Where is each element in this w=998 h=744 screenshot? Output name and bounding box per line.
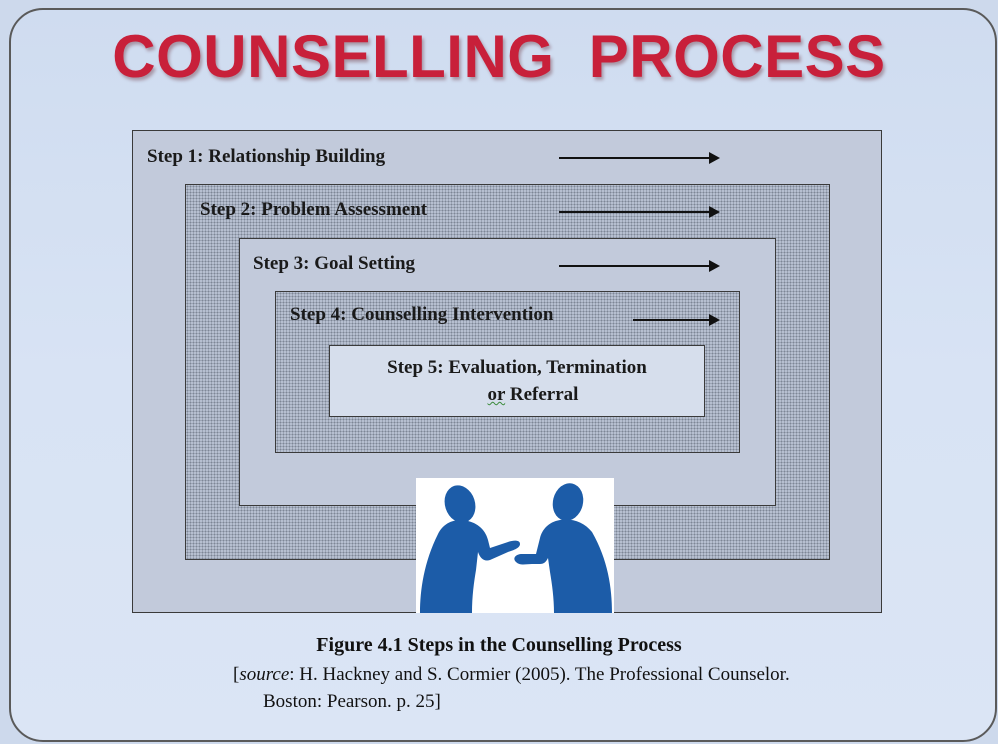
step-3-arrow-icon [559, 260, 720, 272]
step-5-label: Step 5: Evaluation, Termination or Refer… [329, 345, 705, 417]
step-3-label: Step 3: Goal Setting [253, 253, 416, 274]
figure-source-line-1: [source: H. Hackney and S. Cormier (2005… [233, 664, 790, 685]
source-word: source [239, 664, 290, 685]
step-1-arrow-icon [559, 152, 720, 164]
two-people-talking-icon [420, 483, 612, 613]
step-5-box [329, 345, 705, 417]
counselling-image [416, 478, 614, 613]
figure-caption: Figure 4.1 Steps in the Counselling Proc… [316, 634, 682, 656]
step-4-label: Step 4: Counselling Intervention [290, 304, 554, 325]
step-1-label: Step 1: Relationship Building [147, 146, 386, 167]
figure-source-line-2: Boston: Pearson. p. 25] [263, 691, 441, 712]
step-5-line-1: Step 5: Evaluation, Termination [387, 357, 647, 378]
slide-title: COUNSELLING PROCESS [112, 23, 886, 90]
step-5-line-2: Referral [505, 384, 579, 405]
step-2-label: Step 2: Problem Assessment [200, 199, 428, 220]
step-4-arrow-icon [633, 314, 720, 326]
step-5-word-or: or [487, 384, 506, 405]
step-2-arrow-icon [559, 206, 720, 218]
